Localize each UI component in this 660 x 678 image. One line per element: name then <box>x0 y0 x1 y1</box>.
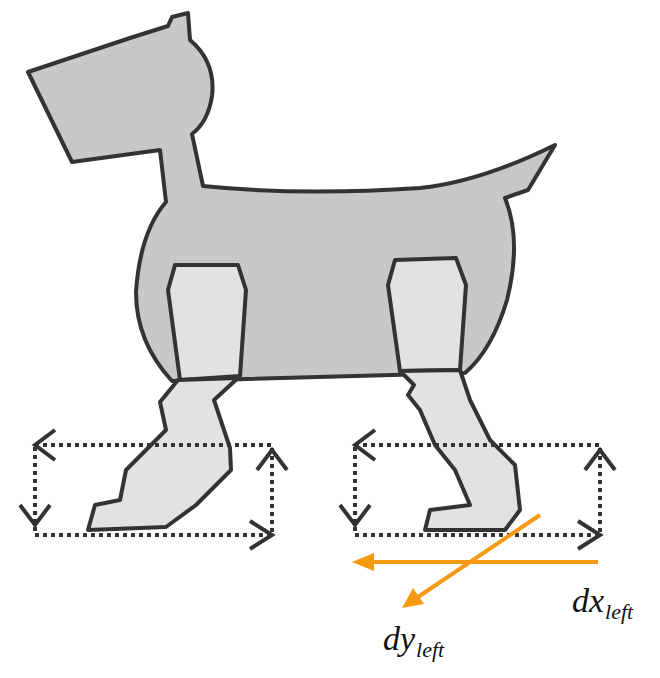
subscript-label: left <box>416 639 444 661</box>
front-leg-lower <box>88 378 238 530</box>
arrow-chevron <box>585 450 615 470</box>
arrowhead <box>402 588 424 608</box>
hind-leg-upper <box>388 258 466 371</box>
dy-arrow <box>418 515 540 597</box>
hind-leg-lower <box>400 370 520 530</box>
front-foot-path <box>35 445 272 535</box>
arrow-chevron <box>355 430 375 460</box>
arrow-chevron <box>578 521 600 549</box>
front-leg-upper <box>168 265 246 380</box>
arrow-chevron <box>257 450 287 470</box>
arrow-chevron <box>250 521 272 549</box>
axis-label: dx <box>572 584 604 618</box>
arrow-chevron <box>340 505 370 525</box>
dx-arrow <box>370 560 598 564</box>
dog-body <box>28 13 555 381</box>
dog-figure <box>28 13 555 530</box>
arrowhead <box>352 553 374 571</box>
axis-arrows <box>352 515 598 608</box>
foot-trajectory <box>20 430 615 549</box>
arrow-chevron <box>20 505 50 525</box>
subscript-label: left <box>605 601 633 623</box>
axis-label: dy <box>383 622 415 656</box>
arrow-chevron <box>35 430 55 460</box>
hind-foot-path <box>355 445 600 535</box>
